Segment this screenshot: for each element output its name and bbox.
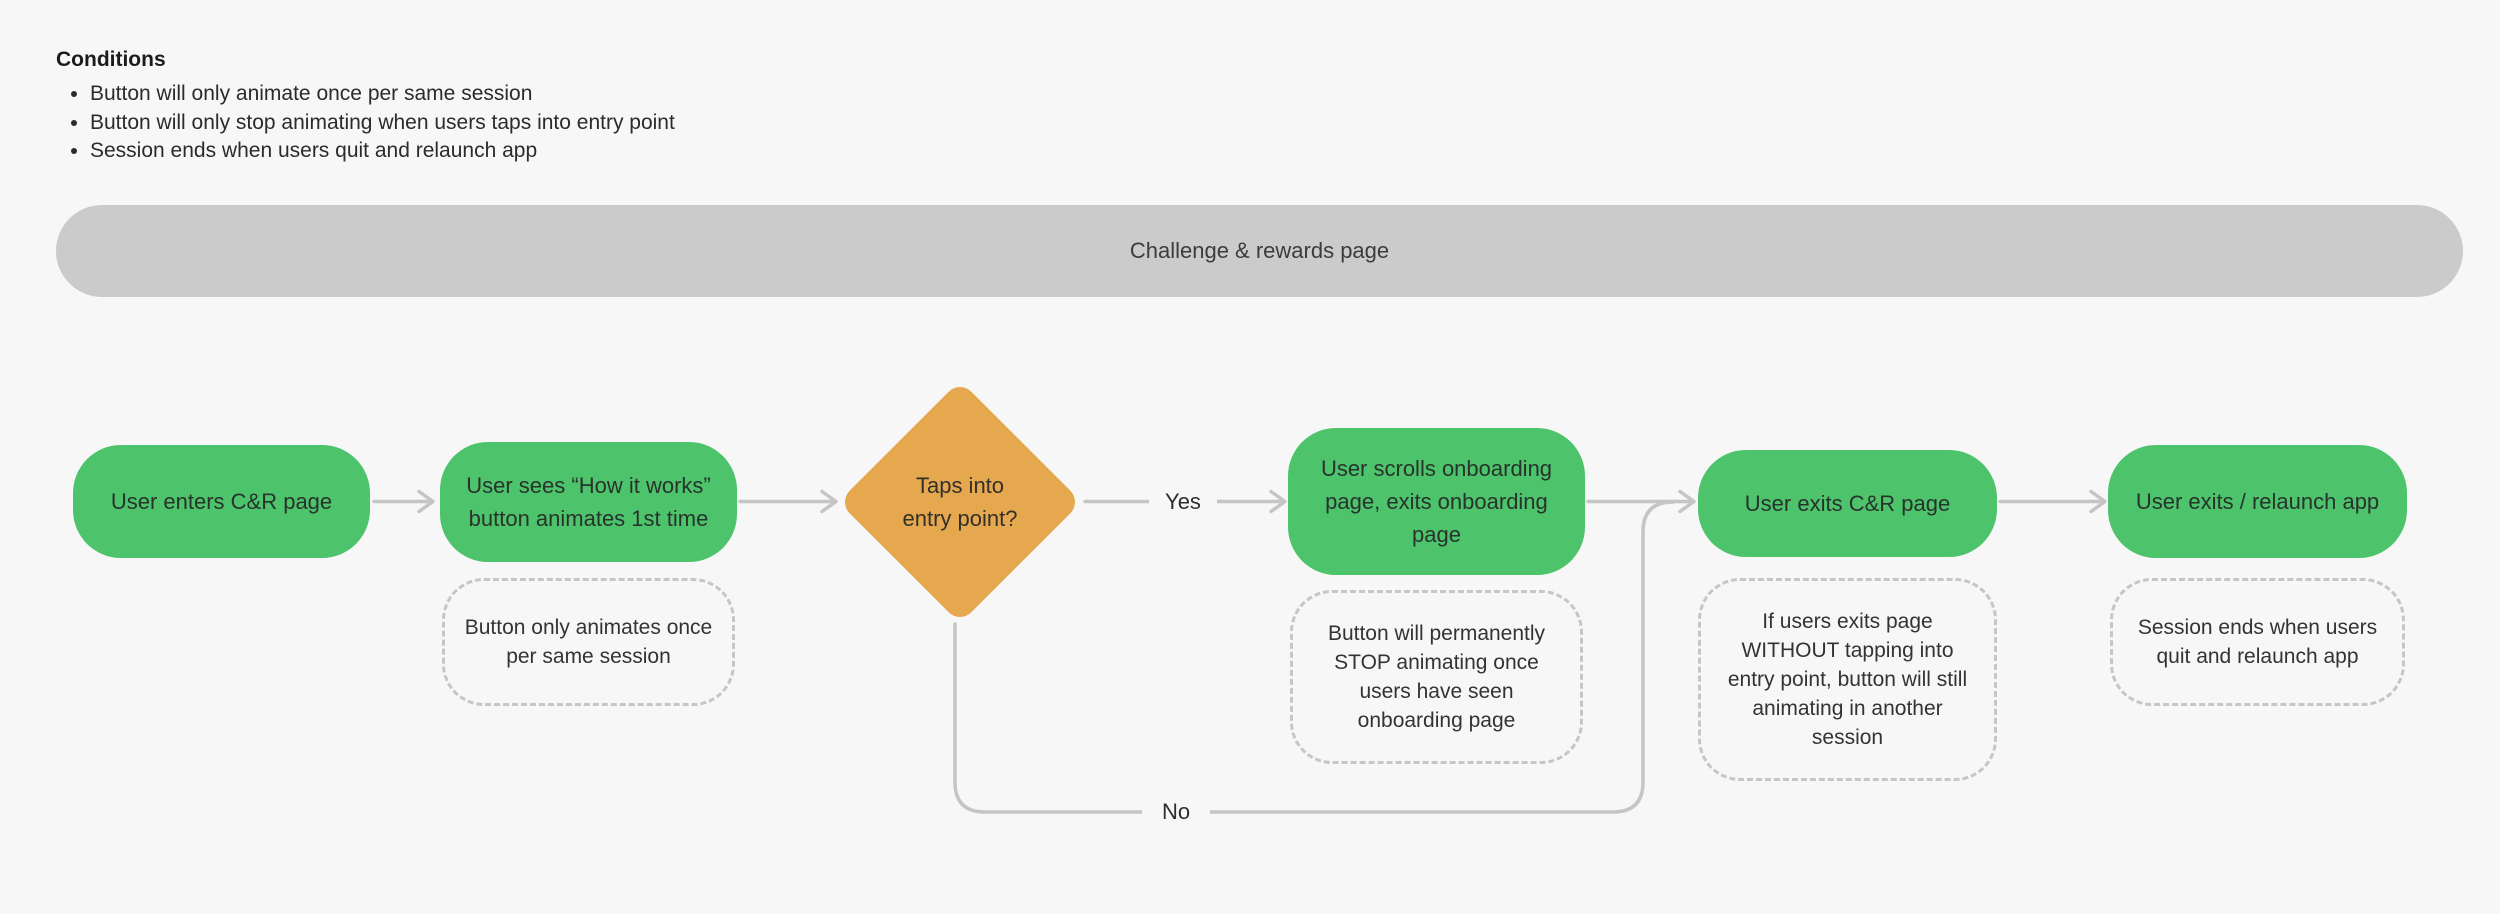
note-text: Button will permanently STOP animating o… [1327,622,1546,732]
node-user-scrolls-onboarding: User scrolls onboarding page, exits onbo… [1288,428,1585,575]
node-user-enters-cr-page: User enters C&R page [73,445,370,558]
node-label: User enters C&R page [110,489,333,514]
condition-item-3: Session ends when users quit and relaunc… [90,137,675,166]
note-exit-without-tapping: If users exits page WITHOUT tapping into… [1698,578,1997,781]
node-user-exits-relaunch-app: User exits / relaunch app [2108,445,2407,558]
node-user-sees-button-animates: User sees “How it works” button animates… [440,442,737,562]
conditions-title: Conditions [56,48,166,71]
note-button-stops-permanently: Button will permanently STOP animating o… [1290,590,1583,764]
note-text: If users exits page WITHOUT tapping into… [1727,610,1968,749]
note-session-ends: Session ends when users quit and relaunc… [2110,578,2405,706]
arrowhead-icon [820,489,838,514]
section-banner-challenge-rewards: Challenge & rewards page [56,205,2463,297]
arrowhead-icon [1678,489,1696,514]
node-label: User exits C&R page [1744,491,1951,516]
node-label: User exits / relaunch app [2135,489,2380,514]
conditions-section: Conditions Button will only animate once… [56,48,675,166]
node-label: User sees “How it works” button animates… [466,473,711,531]
note-button-animates-once: Button only animates once per same sessi… [442,578,735,706]
condition-item-1: Button will only animate once per same s… [90,80,675,109]
node-user-exits-cr-page: User exits C&R page [1698,450,1997,557]
section-banner-label: Challenge & rewards page [1129,238,1390,263]
note-text: Session ends when users quit and relaunc… [2137,616,2378,668]
conditions-list: Button will only animate once per same s… [56,80,675,166]
arrowhead-icon [1269,489,1287,514]
condition-item-2: Button will only stop animating when use… [90,109,675,138]
edge-label-no: No [1142,795,1210,829]
arrowhead-icon [417,489,435,514]
note-text: Button only animates once per same sessi… [464,616,713,668]
edge-label-yes: Yes [1149,485,1217,519]
node-label: User scrolls onboarding page, exits onbo… [1320,456,1553,547]
decision-taps-into-entry-point: Taps into entry point? [902,473,1018,531]
arrowhead-icon [2089,489,2107,514]
